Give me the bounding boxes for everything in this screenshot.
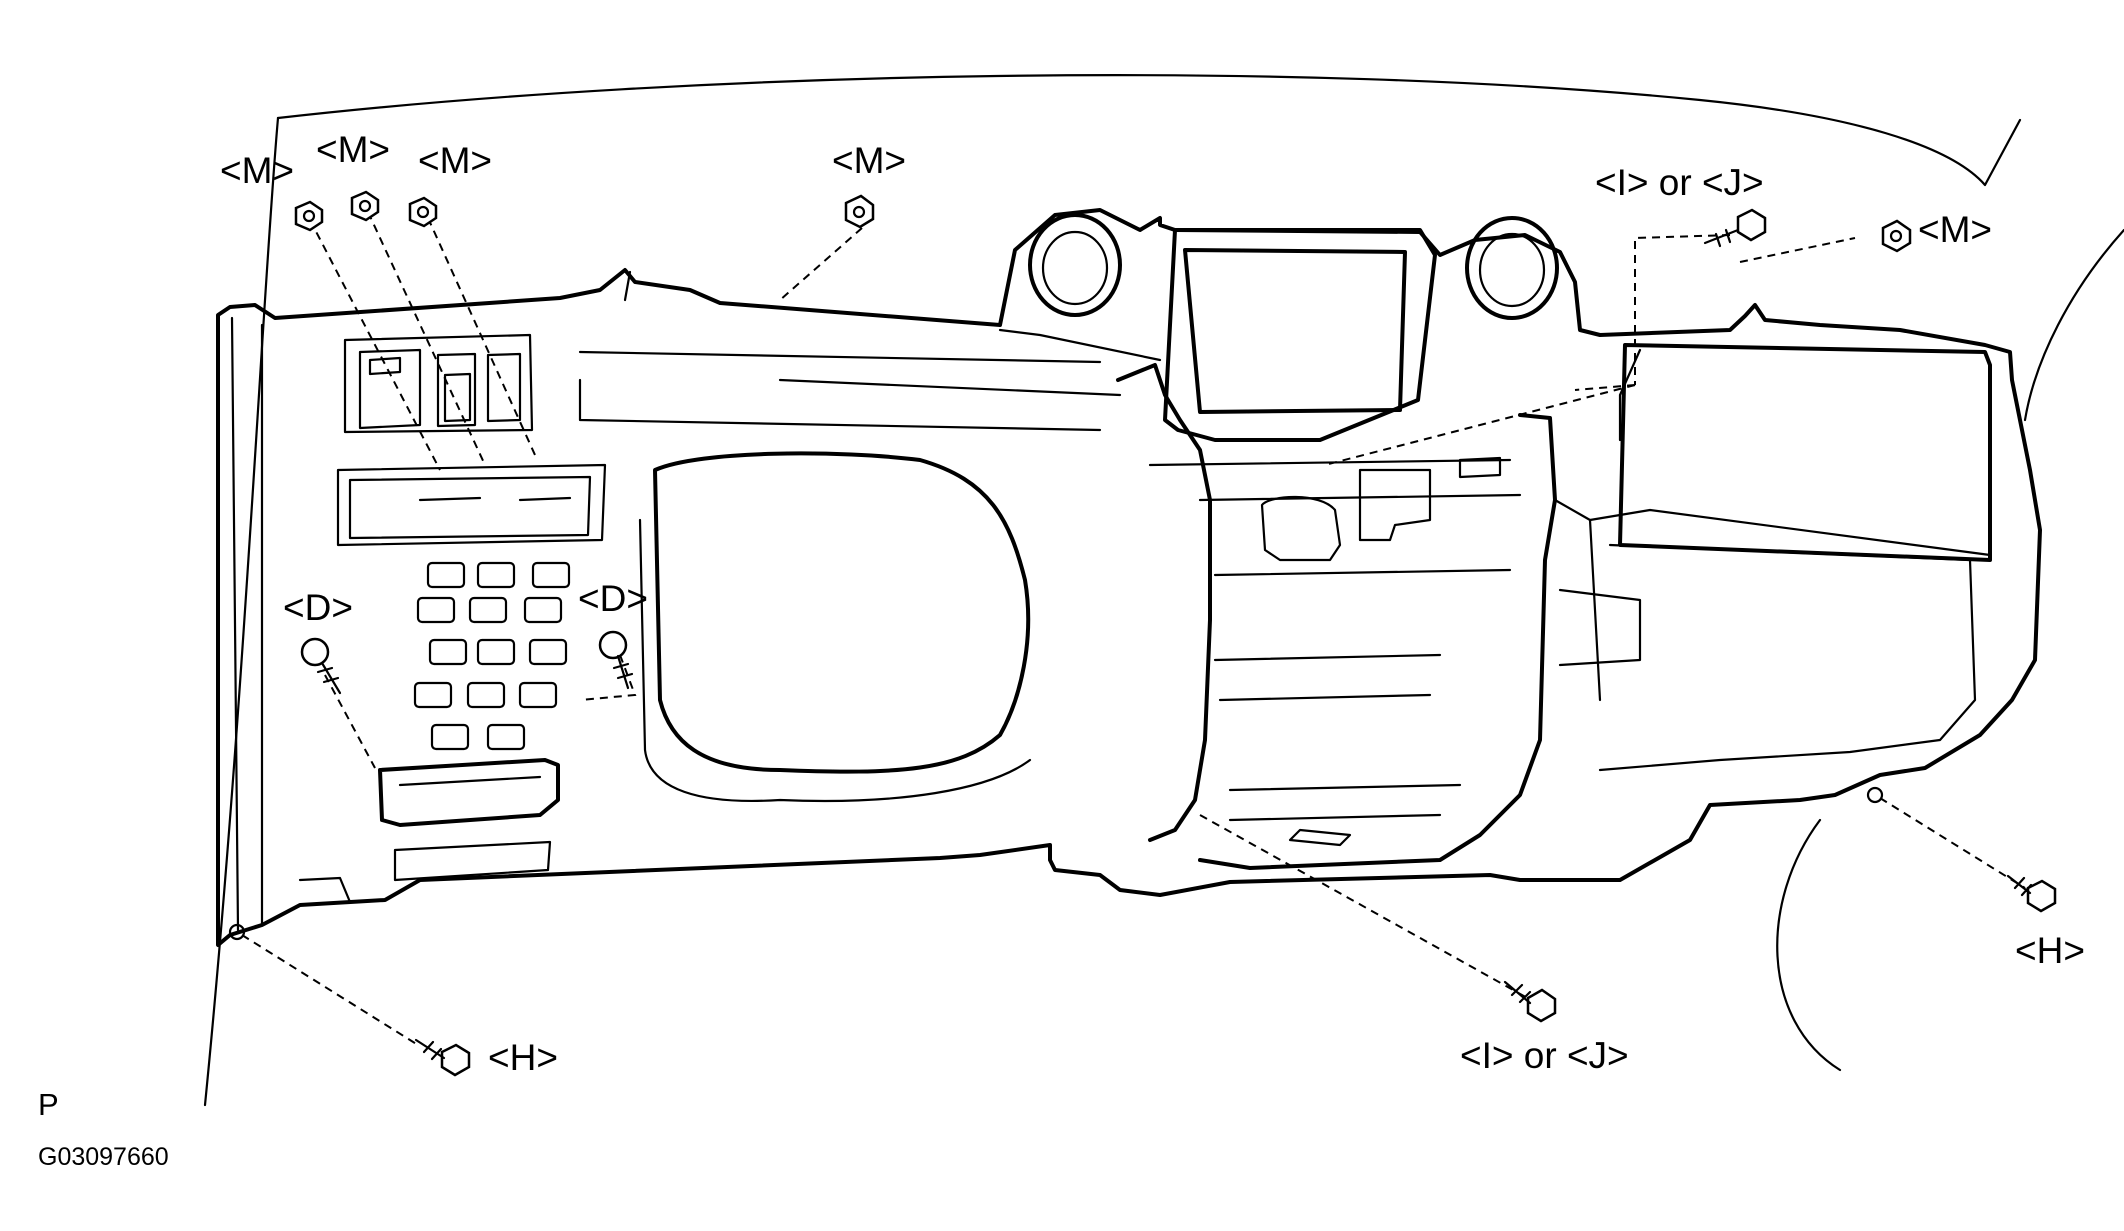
instrument-panel-outer-outline [216, 208, 2042, 947]
callout-labels: <M> <M> <M> <M> <M> <D> <D> <I> or <J> <… [220, 129, 2085, 1078]
panel-detail-lines [578, 270, 1642, 442]
h-bolt-left-icon [414, 1038, 471, 1077]
label-d-screw-left: <D> [283, 587, 353, 628]
label-d-screw-right: <D> [578, 578, 648, 619]
m-nut-1-icon [294, 200, 324, 232]
ij-bolt-bottom-icon [1503, 980, 1557, 1023]
leader-lines [241, 211, 2026, 1046]
steering-opening [638, 451, 1032, 803]
label-m-nut-1: <M> [220, 150, 294, 191]
instrument-panel [216, 208, 2042, 947]
h-bolt-right-icon [2006, 874, 2057, 913]
label-ij-bolt-bottom: <I> or <J> [1460, 1035, 1629, 1076]
label-m-nut-2: <M> [316, 129, 390, 170]
m-nut-2-icon [350, 190, 380, 222]
mount-hole-left-icon [228, 923, 246, 941]
center-display [1028, 213, 1559, 442]
label-h-bolt-right: <H> [2015, 930, 2085, 971]
left-switch-module [336, 333, 607, 547]
m-nut-3-icon [408, 196, 438, 228]
label-ij-bolt-top: <I> or <J> [1595, 162, 1764, 203]
ij-bolt-top-icon [1703, 208, 1767, 248]
d-screw-right-icon [598, 630, 634, 690]
center-console-frame [1116, 363, 1557, 870]
glove-box-area [1553, 343, 1992, 772]
mount-hole-right-icon [1866, 786, 1884, 804]
label-m-nut-3: <M> [418, 140, 492, 181]
label-m-nut-4: <M> [832, 140, 906, 181]
fuse-relay-panel [298, 561, 571, 904]
d-screw-left-icon [300, 637, 342, 695]
label-h-bolt-left: <H> [488, 1037, 558, 1078]
vehicle-body-outline [203, 74, 2124, 1107]
label-m-nut-5: <M> [1918, 209, 1992, 250]
view-code: P [38, 1087, 59, 1122]
m-nut-5-icon [1881, 219, 1912, 253]
figure-id: G03097660 [38, 1143, 169, 1171]
m-nut-4-icon [844, 194, 875, 229]
